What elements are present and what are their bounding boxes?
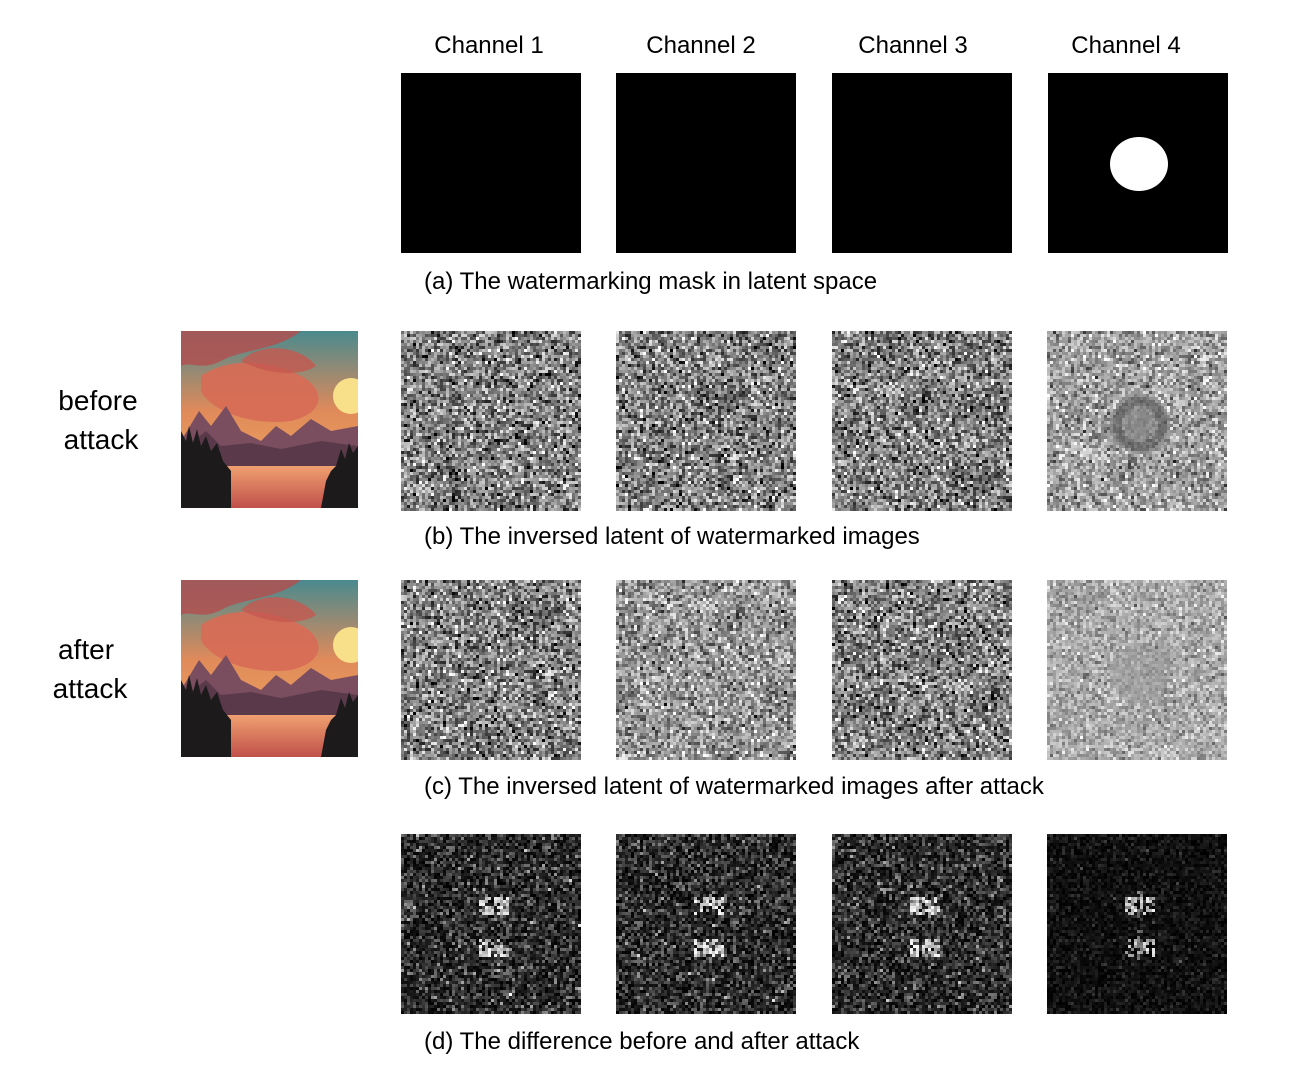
mask-channel-1 xyxy=(401,73,581,253)
row-label-before-line-1: before xyxy=(58,385,138,416)
column-header-channel-4: Channel 4 xyxy=(1071,32,1181,59)
difference-channel-2 xyxy=(616,834,796,1014)
difference-channel-4 xyxy=(1047,834,1227,1014)
latent-before-channel-3 xyxy=(832,331,1012,511)
column-header-channel-2: Channel 2 xyxy=(646,32,756,59)
row-label-before-line-2: attack xyxy=(63,424,139,455)
watermarked-image-before xyxy=(181,331,358,508)
latent-after-channel-4 xyxy=(1047,580,1227,760)
difference-channel-3 xyxy=(832,834,1012,1014)
latent-after-channel-2 xyxy=(616,580,796,760)
row-label-after-attack: after attack xyxy=(30,630,150,708)
caption-a: (a) The watermarking mask in latent spac… xyxy=(424,268,878,295)
caption-b: (b) The inversed latent of watermarked i… xyxy=(424,523,920,550)
latent-before-channel-1 xyxy=(401,331,581,511)
difference-channel-1 xyxy=(401,834,581,1014)
latent-before-channel-4 xyxy=(1047,331,1227,511)
mask-channel-2 xyxy=(616,73,796,253)
mask-circle xyxy=(1048,73,1228,253)
column-header-channel-3: Channel 3 xyxy=(858,32,968,59)
latent-after-channel-1 xyxy=(401,580,581,760)
row-label-after-line-1: after xyxy=(57,634,115,665)
caption-d: (d) The difference before and after atta… xyxy=(424,1028,860,1055)
watermarked-image-after xyxy=(181,580,358,757)
latent-before-channel-2 xyxy=(616,331,796,511)
row-label-before-attack: before attack xyxy=(38,381,158,459)
latent-after-channel-3 xyxy=(832,580,1012,760)
mask-channel-3 xyxy=(832,73,1012,253)
row-label-after-line-2: attack xyxy=(52,673,128,704)
caption-c: (c) The inversed latent of watermarked i… xyxy=(424,773,1044,800)
mask-channel-4 xyxy=(1048,73,1228,253)
column-header-channel-1: Channel 1 xyxy=(434,32,544,59)
